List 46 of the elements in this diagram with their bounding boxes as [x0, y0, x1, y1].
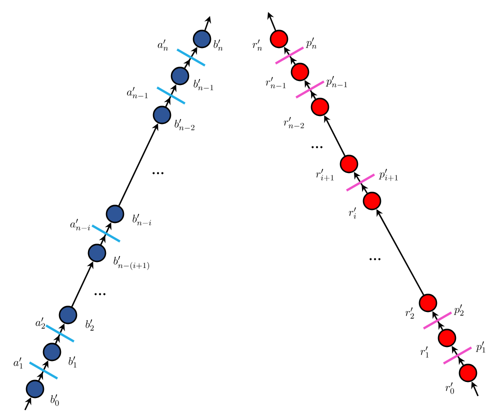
node-circle — [418, 294, 438, 312]
node-label: $b'_1$ — [68, 356, 76, 368]
node-label: $b'_n$ — [214, 39, 223, 51]
node-label: $r'_i$ — [348, 207, 356, 219]
node-label: $r'_{n-2}$ — [284, 116, 304, 128]
node-label: $r'_n$ — [252, 39, 262, 51]
edge-label: $a'_2$ — [36, 317, 45, 329]
node-label: $r'_0$ — [445, 382, 454, 394]
ellipsis: … — [312, 146, 322, 148]
node-circle — [192, 30, 212, 48]
edge-label: $a'_n$ — [158, 39, 168, 51]
node-circle — [290, 62, 310, 82]
node-circle — [340, 154, 358, 174]
ellipsis: … — [152, 172, 164, 174]
edge-label: $p'_2$ — [454, 304, 464, 316]
node-circle — [362, 192, 382, 210]
node-circle — [170, 66, 190, 86]
ellipsis: … — [94, 293, 106, 296]
edge-label: $p'_{i+1}$ — [378, 168, 398, 182]
edge-label: $a'_{n-1}$ — [127, 86, 148, 98]
edge-label: $p'_n$ — [306, 37, 317, 49]
edge-label: $a'_1$ — [14, 357, 23, 369]
node-label: $b'_2$ — [86, 319, 94, 331]
node-label: $r'_1$ — [420, 346, 429, 358]
ellipsis: … — [370, 258, 380, 260]
node-label: $b'_{n-1}$ — [194, 78, 214, 90]
node-circle — [152, 106, 172, 124]
node-label: $r'_2$ — [405, 307, 414, 319]
node-label: $b'_{n-i}$ — [132, 214, 152, 226]
node-label: $b'_{n-2}$ — [174, 118, 194, 130]
node-circle — [42, 342, 62, 362]
node-circle — [438, 328, 456, 348]
node-circle — [270, 30, 288, 48]
edge-label: $p'_{n-1}$ — [326, 76, 347, 88]
node-circle — [310, 98, 330, 116]
node-circle — [106, 204, 124, 224]
node-circle — [88, 244, 106, 262]
node-label: $b'_0$ — [50, 394, 59, 406]
node-label: $r'_{i+1}$ — [316, 168, 334, 182]
node-circle — [458, 364, 478, 382]
node-label: $b'_{n-(i+1)}$ — [114, 256, 150, 270]
node-label: $r'_{n-1}$ — [266, 76, 286, 88]
node-circle — [26, 380, 44, 398]
edge-label: $p'_1$ — [476, 341, 486, 353]
edge-label: $a'_{n-i}$ — [70, 218, 90, 230]
node-circle — [58, 306, 78, 324]
